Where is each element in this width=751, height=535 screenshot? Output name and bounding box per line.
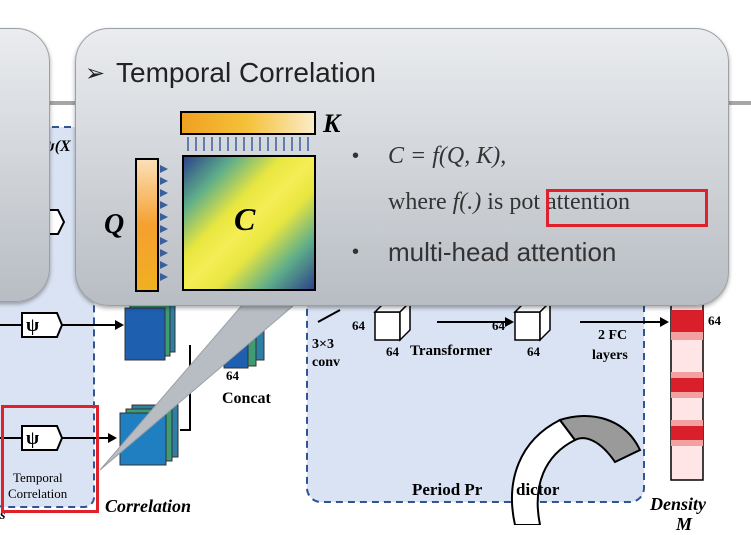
fc-arrow — [580, 317, 669, 327]
dim-label-concat: 64 — [226, 368, 239, 383]
psi-block-lower — [0, 425, 117, 451]
page-curl-overlay — [511, 414, 642, 525]
conv-label-2: conv — [312, 355, 340, 370]
f-dot-text: f(.) — [452, 189, 482, 215]
psi-label-lower: ψ — [26, 428, 40, 449]
where-text: where — [388, 189, 453, 215]
bullet-marker-1: • — [352, 145, 360, 167]
callout-title: Temporal Correlation — [116, 57, 376, 88]
pot-attention-highlight — [546, 189, 708, 227]
dim-label-3: 64 — [492, 318, 505, 333]
dim-label-4: 64 — [527, 344, 540, 359]
conv-arrow — [317, 309, 341, 323]
dim-label-density: 64 — [708, 313, 721, 328]
concat-label: Concat — [222, 390, 271, 407]
pot-attention-text: pot attention — [509, 189, 630, 215]
correlation-label: Correlation — [105, 496, 192, 516]
where-line: where f(.) is pot attention — [388, 189, 630, 216]
q-label: Q — [104, 209, 125, 240]
dim-label-1: 64 — [352, 318, 365, 333]
psi-label-upper: ψ — [26, 315, 40, 336]
c-label: C — [234, 201, 256, 237]
feature-cube-1 — [373, 287, 431, 342]
bullet-marker-2: • — [352, 241, 360, 263]
transformer-label: Transformer — [410, 343, 493, 359]
q-vector — [135, 158, 168, 292]
conv-label: 3×3 — [312, 337, 334, 352]
temporal-correlation-highlight — [1, 405, 99, 513]
bottom-left-fragment: s — [0, 508, 6, 523]
correlation-stack-upper — [124, 299, 176, 361]
density-map-bar — [670, 299, 704, 481]
arrow-marker: ➢ — [85, 60, 106, 87]
temporal-correlation-callout: ➢ Temporal Correlation K — [75, 28, 729, 306]
period-predictor-label-b: dictor — [516, 480, 560, 499]
psi-x-label: ψ(X — [44, 138, 71, 155]
transformer-arrow — [437, 317, 514, 327]
period-predictor-label-a: Period Pr — [412, 480, 483, 499]
fc-label: 2 FC — [598, 328, 628, 343]
temporal-label: Temporal — [13, 470, 63, 485]
dim-label-2: 64 — [386, 344, 399, 359]
k-vector — [180, 111, 316, 151]
density-label: Density — [650, 494, 706, 514]
k-label: K — [323, 109, 341, 138]
correlation-sub-label: Correlation — [8, 486, 68, 501]
psi-block-upper — [0, 312, 124, 338]
c-matrix — [182, 155, 316, 291]
multihead-text: multi-head attention — [388, 237, 617, 267]
is-text: is — [481, 189, 510, 215]
fc-label-2: layers — [592, 348, 628, 363]
formula-text: C = f(Q, K), — [388, 143, 507, 169]
